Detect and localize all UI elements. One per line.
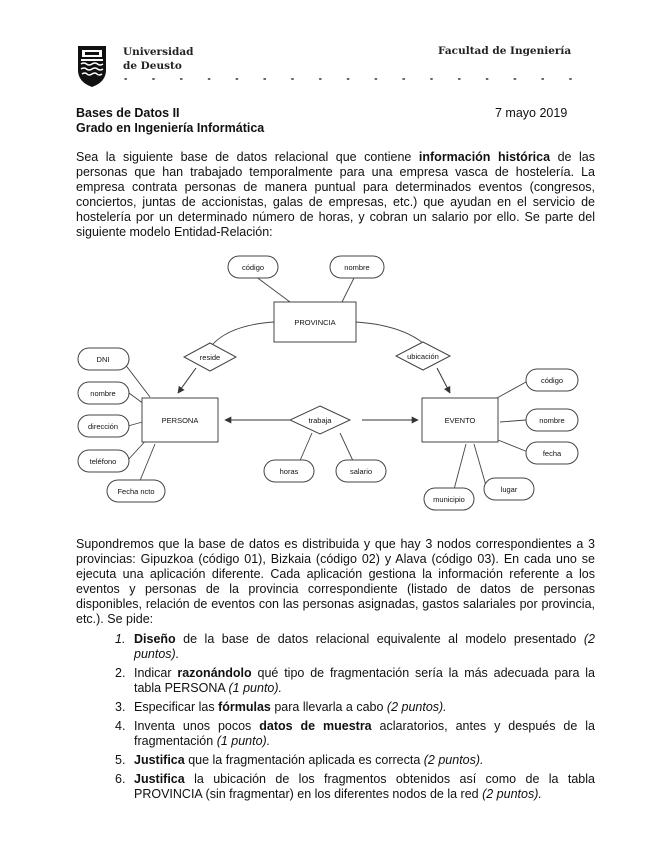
question-text: qué tipo de fragmentación sería la más a… <box>134 666 595 695</box>
exam-date: 7 mayo 2019 <box>495 106 568 120</box>
attr-prov-nombre: nombre <box>344 263 369 272</box>
attr-lugar: lugar <box>501 485 518 494</box>
attr-salario-oval <box>335 459 387 483</box>
question-keyword: Diseño <box>134 632 176 646</box>
attr-municipio: municipio <box>433 495 465 504</box>
question-number: 6. <box>115 772 126 786</box>
attr-dni-oval <box>77 347 130 371</box>
entity-persona: PERSONA <box>162 416 199 425</box>
intro-text-2: de las personas que han trabajado tempor… <box>76 150 595 239</box>
relation-reside-diamond <box>182 342 238 372</box>
entity-evento-box <box>421 397 499 443</box>
question-points: (2 puntos). <box>134 632 595 661</box>
attr-horas-oval <box>263 459 315 483</box>
question-text: la ubicación de los fragmentos obtenidos… <box>134 772 595 801</box>
attr-telefono-oval <box>77 449 130 473</box>
header-dotted-rule <box>124 78 573 80</box>
intro-paragraph: Sea la siguiente base de datos relaciona… <box>76 150 595 240</box>
course-title: Bases de Datos II <box>76 106 180 120</box>
attr-prov-nombre-oval <box>329 255 385 279</box>
question-item: 4. Inventa unos pocos datos de muestra ac… <box>115 719 595 749</box>
question-item: 3. Especificar las fórmulas para llevarla… <box>115 700 595 715</box>
question-item: 5. Justifica que la fragmentación aplicad… <box>115 753 595 768</box>
attr-direccion-oval <box>77 414 130 438</box>
question-points: (2 puntos). <box>386 700 447 714</box>
relation-trabaja: trabaja <box>309 416 333 425</box>
attr-fecha-ncto: Fecha ncto <box>117 487 154 496</box>
faculty-name: Facultad de Ingeniería <box>438 45 572 57</box>
attr-telefono: teléfono <box>90 457 117 466</box>
university-logo <box>78 46 106 87</box>
er-diagram: PROVINCIA PERSONA EVENTO reside ubicació… <box>77 255 579 511</box>
entity-provincia-box <box>273 301 357 343</box>
attr-direccion: dirección <box>88 422 118 431</box>
relation-trabaja-diamond <box>288 405 352 435</box>
question-points: (2 puntos). <box>482 787 542 801</box>
question-keyword: razonándolo <box>177 666 252 680</box>
question-item: 2. Indicar razonándolo qué tipo de fragme… <box>115 666 595 696</box>
question-keyword: fórmulas <box>218 700 271 714</box>
attr-prov-codigo-oval <box>227 255 279 279</box>
attr-fecha: fecha <box>543 449 562 458</box>
question-item: 1. Diseño de la base de datos relacional … <box>115 632 595 662</box>
question-text: que la fragmentación aplicada es correct… <box>184 753 424 767</box>
degree-name: Grado en Ingeniería Informática <box>76 121 265 135</box>
relation-reside: reside <box>200 353 220 362</box>
attr-salario: salario <box>350 467 372 476</box>
attr-ev-codigo-oval <box>525 368 579 392</box>
attr-fecha-oval <box>525 441 579 465</box>
entity-evento: EVENTO <box>445 416 476 425</box>
university-line-2: de Deusto <box>123 60 182 72</box>
attr-horas: horas <box>280 467 299 476</box>
question-pretext: Inventa unos pocos <box>134 719 260 733</box>
entity-persona-box <box>141 397 219 443</box>
university-line-1: Universidad <box>123 46 194 58</box>
entity-provincia: PROVINCIA <box>294 318 335 327</box>
course-header: Bases de Datos II Grado en Ingeniería In… <box>76 106 264 136</box>
question-number: 3. <box>115 700 126 714</box>
question-pretext: Especificar las <box>134 700 219 714</box>
question-number: 2. <box>115 666 126 680</box>
relation-ubicacion-diamond <box>394 341 452 371</box>
attr-prov-codigo: código <box>242 263 264 272</box>
attr-per-nombre: nombre <box>90 389 115 398</box>
intro-bold: información histórica <box>418 150 551 164</box>
question-number: 4. <box>115 719 126 733</box>
question-points: (1 punto). <box>228 681 283 695</box>
attr-per-nombre-oval <box>77 381 130 405</box>
attr-ev-codigo: código <box>541 376 563 385</box>
question-points: (2 puntos). <box>423 753 484 767</box>
context-paragraph: Supondremos que la base de datos es dist… <box>76 537 595 626</box>
question-pretext: Indicar <box>134 666 178 680</box>
relation-ubicacion: ubicación <box>407 352 439 361</box>
university-name: Universidad de Deusto <box>123 45 193 73</box>
attr-municipio-oval <box>423 487 475 511</box>
attr-ev-nombre-oval <box>525 408 579 432</box>
attr-dni: DNI <box>97 355 110 364</box>
question-points: (1 punto). <box>216 734 271 748</box>
question-number: 1. <box>115 632 126 646</box>
questions-list: 1. Diseño de la base de datos relacional … <box>115 632 595 806</box>
attr-ev-nombre: nombre <box>539 416 564 425</box>
attr-fecha-ncto-oval <box>106 479 166 503</box>
attr-lugar-oval <box>483 477 535 501</box>
intro-text-1: Sea la siguiente base de datos relaciona… <box>76 150 419 164</box>
question-keyword: Justifica <box>134 753 185 767</box>
question-text: de la base de datos relacional equivalen… <box>175 632 584 646</box>
question-keyword: datos de muestra <box>259 719 372 733</box>
question-number: 5. <box>115 753 126 767</box>
question-keyword: Justifica <box>134 772 185 786</box>
question-text: para llevarla a cabo <box>270 700 387 714</box>
question-text: aclaratorios, antes y después de la frag… <box>134 719 595 748</box>
question-item: 6. Justifica la ubicación de los fragment… <box>115 772 595 802</box>
